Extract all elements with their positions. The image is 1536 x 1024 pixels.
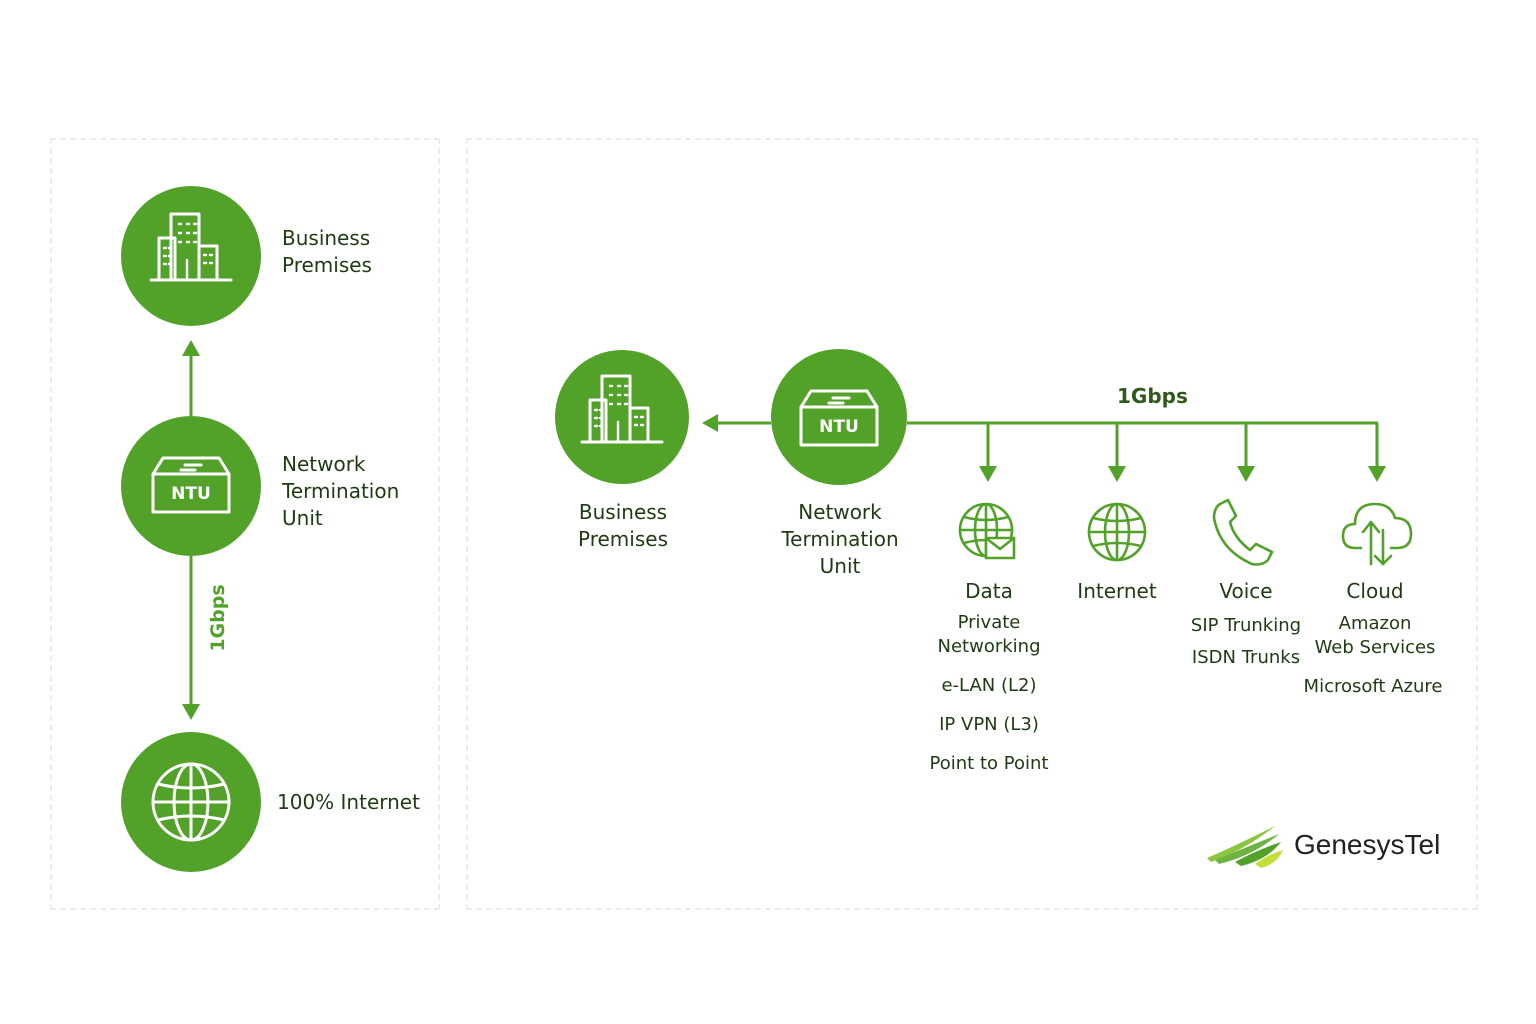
service-data-item: Networking — [937, 636, 1041, 657]
right-ntu-badge: NTU — [819, 417, 859, 437]
right-premises-node — [555, 350, 689, 484]
cloud-upload-icon — [1341, 502, 1413, 566]
service-data-title: Data — [965, 579, 1013, 603]
service-data-item: e-LAN (L2) — [941, 675, 1037, 696]
left-ntu-line1: Network — [282, 452, 366, 476]
right-premises-line1: Business — [578, 500, 668, 524]
left-arrow-down — [182, 704, 200, 720]
right-ntu-line1: Network — [798, 500, 882, 524]
service-internet-title: Internet — [1077, 579, 1157, 603]
left-panel — [50, 138, 440, 910]
service-cloud-item: Web Services — [1314, 637, 1436, 658]
brand-name: GenesysTel — [1294, 829, 1441, 860]
left-arrow-up — [182, 340, 200, 356]
right-ntu-line3: Unit — [819, 554, 861, 578]
right-ntu-node: NTU — [771, 349, 907, 485]
globe-icon — [151, 762, 231, 842]
left-premises-line2: Premises — [282, 253, 372, 277]
right-ntu-line2: Termination — [781, 527, 899, 551]
left-premises-label: Business Premises — [282, 225, 372, 279]
phone-icon — [1212, 498, 1274, 566]
service-drops — [979, 423, 1386, 482]
service-voice-title: Voice — [1219, 579, 1273, 603]
leaf-logo-icon — [1207, 826, 1283, 868]
left-ntu-node: NTU — [121, 416, 261, 556]
service-voice-item: ISDN Trunks — [1191, 647, 1301, 668]
globe-mail-icon — [958, 502, 1016, 560]
right-ntu-label: Network Termination Unit — [781, 499, 898, 580]
right-link-speed: 1Gbps — [1117, 384, 1188, 408]
left-internet-label: 100% Internet — [277, 790, 420, 814]
service-voice-item: SIP Trunking — [1190, 615, 1302, 636]
right-premises-label: Business Premises — [578, 499, 668, 553]
left-ntu-line2: Termination — [282, 479, 400, 503]
right-panel — [466, 138, 1478, 910]
service-cloud-item: Microsoft Azure — [1303, 676, 1443, 697]
left-premises-node — [121, 186, 261, 326]
service-data-item: Private — [957, 612, 1021, 633]
service-data-item: IP VPN (L3) — [939, 714, 1039, 735]
left-premises-line1: Business — [282, 226, 371, 250]
right-premises-line2: Premises — [578, 527, 668, 551]
service-cloud-item: Amazon — [1338, 613, 1412, 634]
left-link-speed: 1Gbps — [207, 584, 229, 652]
left-ntu-badge: NTU — [171, 484, 211, 504]
right-arrow-premises — [702, 414, 718, 432]
left-ntu-label: Network Termination Unit — [282, 451, 399, 532]
globe-icon — [1087, 502, 1147, 562]
left-ntu-line3: Unit — [282, 506, 323, 530]
left-internet-node — [121, 732, 261, 872]
service-cloud-title: Cloud — [1346, 579, 1404, 603]
service-data-item: Point to Point — [929, 753, 1049, 774]
